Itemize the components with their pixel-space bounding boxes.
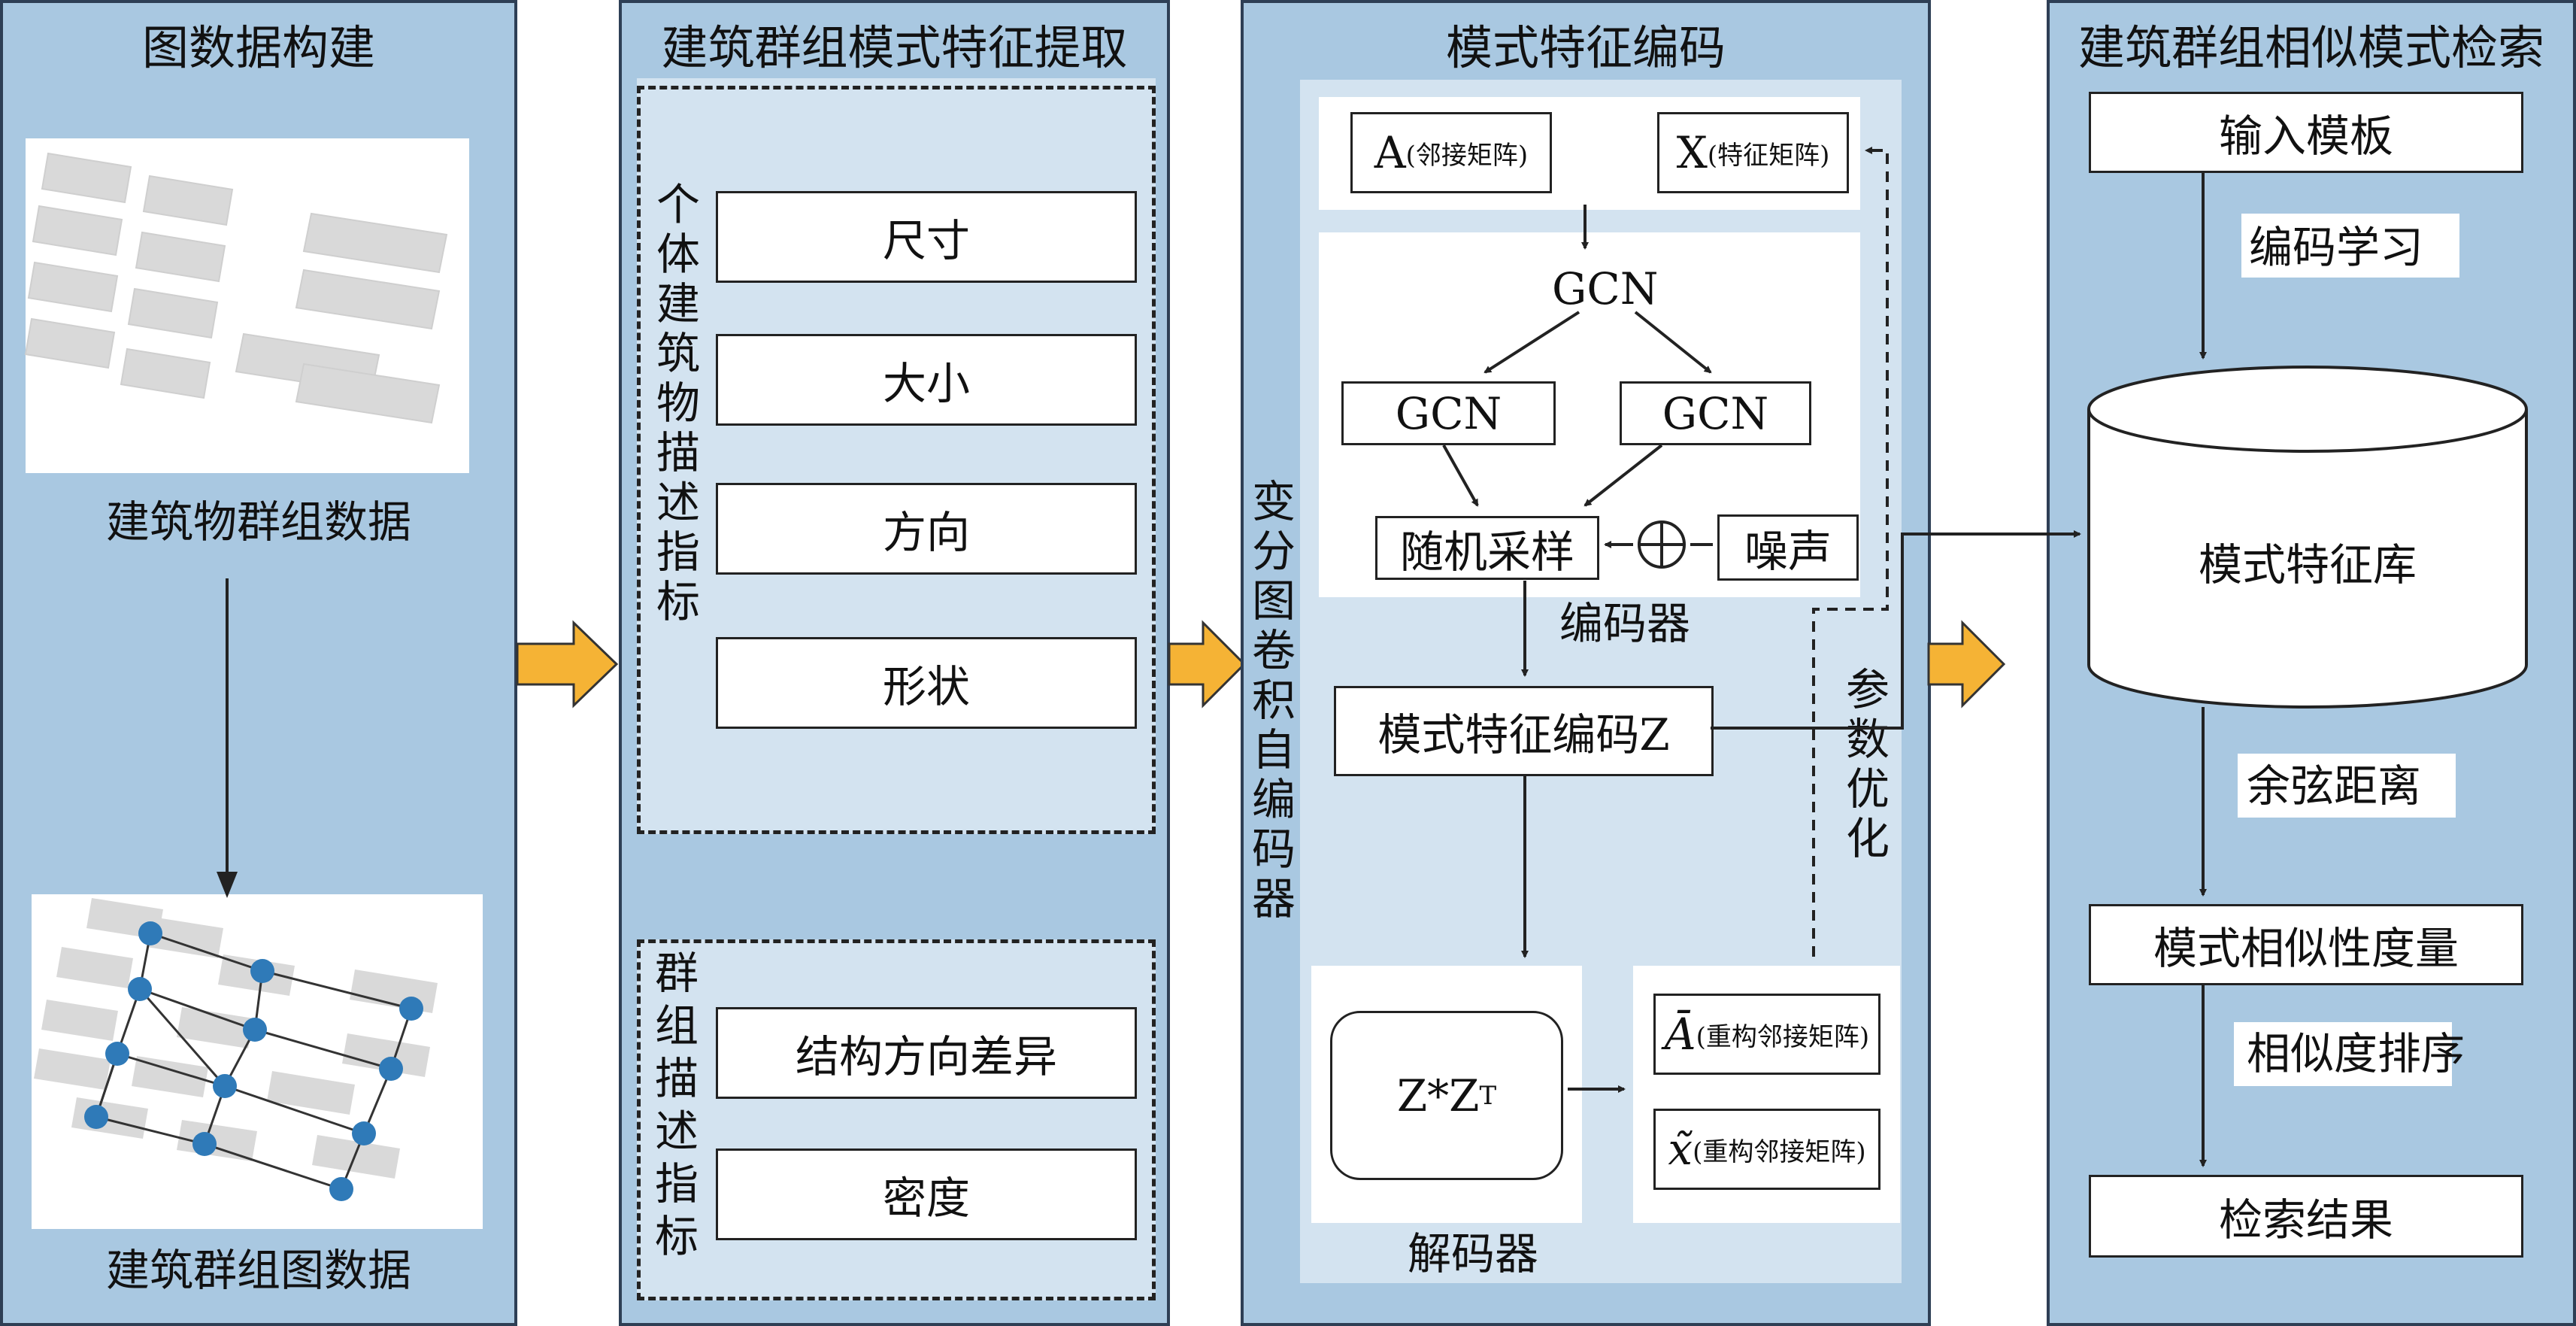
vgae-vertical-label: 变分图卷积自编码器: [1251, 476, 1296, 924]
panel-graph-data-construction: 图数据构建 建筑物群组数据: [0, 0, 517, 1326]
decoder-operation-text: Z*Z: [1396, 1070, 1480, 1121]
sort-label-bg: [2234, 1022, 2452, 1086]
indicator-area: 大小: [716, 334, 1137, 426]
reconstructed-feature-box: x̃(重构邻接矩阵): [1653, 1109, 1880, 1190]
group-indicators-box: [637, 939, 1156, 1300]
individual-indicators-box: [637, 86, 1156, 834]
adjacency-matrix-input: A(邻接矩阵): [1350, 112, 1552, 193]
random-sampling-box: 随机采样: [1375, 516, 1599, 580]
learning-label-bg: [2241, 214, 2459, 278]
panel-similar-pattern-retrieval: 建筑群组相似模式检索 输入模板 编码学习 模式特征库 余弦距离 模式相似性度量 …: [2047, 0, 2576, 1326]
building-group-image: [24, 138, 469, 473]
flow-arrow-2: [1168, 620, 1247, 709]
indicator-orientation: 方向: [716, 483, 1137, 575]
group-indicators-area: [637, 939, 1156, 1300]
building-graph-data-label: 建筑群组图数据: [105, 1245, 411, 1296]
panel4-title: 建筑群组相似模式检索: [2077, 20, 2544, 75]
similarity-measure-box: 模式相似性度量: [2089, 904, 2523, 985]
panel2-title: 建筑群组模式特征提取: [661, 20, 1128, 75]
gcn-left-box: GCN: [1341, 381, 1556, 445]
indicator-shape: 形状: [716, 637, 1137, 729]
reconstructed-a-symbol: Ā: [1664, 1009, 1696, 1060]
indicator-size-dimension: 尺寸: [716, 191, 1137, 283]
adjacency-matrix-subtitle: (邻接矩阵): [1405, 140, 1529, 171]
reconstructed-a-subtitle: (重构邻接矩阵): [1696, 1021, 1870, 1052]
building-graph-image: [32, 894, 483, 1229]
gcn-top-label: GCN: [1552, 263, 1659, 314]
similarity-sort-label: 相似度排序: [2247, 1028, 2465, 1079]
panel-pattern-feature-extraction: 建筑群组模式特征提取 个体建筑物描述指标 尺寸 大小 方向 形状 群组描述指标 …: [619, 0, 1170, 1326]
decoder-label: 解码器: [1408, 1228, 1539, 1279]
graph-overlay: [34, 898, 438, 1201]
cosine-label-bg: [2238, 754, 2456, 818]
encoder-label: 编码器: [1559, 598, 1691, 649]
feature-matrix-symbol: X: [1676, 127, 1708, 178]
decoder-operation-superscript: T: [1479, 1080, 1497, 1111]
noise-box: 噪声: [1717, 514, 1859, 581]
panel1-title: 图数据构建: [141, 20, 375, 75]
pattern-feature-code-z-box: 模式特征编码Z: [1334, 686, 1714, 776]
reconstructed-adjacency-box: Ā(重构邻接矩阵): [1653, 994, 1880, 1075]
panel3-title: 模式特征编码: [1445, 20, 1726, 75]
flow-arrow-1: [516, 620, 619, 709]
pattern-feature-database-label: 模式特征库: [2198, 539, 2417, 590]
reconstructed-x-subtitle: (重构邻接矩阵): [1693, 1136, 1866, 1167]
cosine-distance-label: 余弦距离: [2247, 760, 2422, 812]
indicator-density: 密度: [716, 1148, 1137, 1240]
reconstructed-x-symbol: x̃: [1668, 1124, 1693, 1175]
feature-matrix-subtitle: (特征矩阵): [1707, 140, 1830, 171]
input-template-box: 输入模板: [2089, 92, 2523, 173]
indicator-structure-orientation-difference: 结构方向差异: [716, 1007, 1137, 1099]
group-indicators-vertical-label: 群组描述指标: [654, 948, 699, 1262]
retrieval-result-box: 检索结果: [2089, 1175, 2523, 1258]
building-group-data-label: 建筑物群组数据: [105, 496, 411, 548]
param-optimization-vertical-label: 参数优化: [1845, 664, 1890, 864]
encoding-learning-label: 编码学习: [2249, 222, 2424, 273]
panel-pattern-feature-encoding: 模式特征编码 变分图卷积自编码器 A(邻接矩阵) X(特征矩阵) GCN GCN…: [1241, 0, 1931, 1326]
feature-matrix-input: X(特征矩阵): [1657, 112, 1849, 193]
building-footprints: [24, 152, 448, 424]
gcn-right-box: GCN: [1620, 381, 1811, 445]
arrow-image-to-graph: [217, 578, 238, 898]
flow-arrow-3: [1927, 620, 2006, 709]
pattern-feature-database-icon: [2087, 366, 2528, 709]
individual-indicators-vertical-label: 个体建筑物描述指标: [656, 179, 700, 627]
adjacency-matrix-symbol: A: [1374, 127, 1406, 178]
